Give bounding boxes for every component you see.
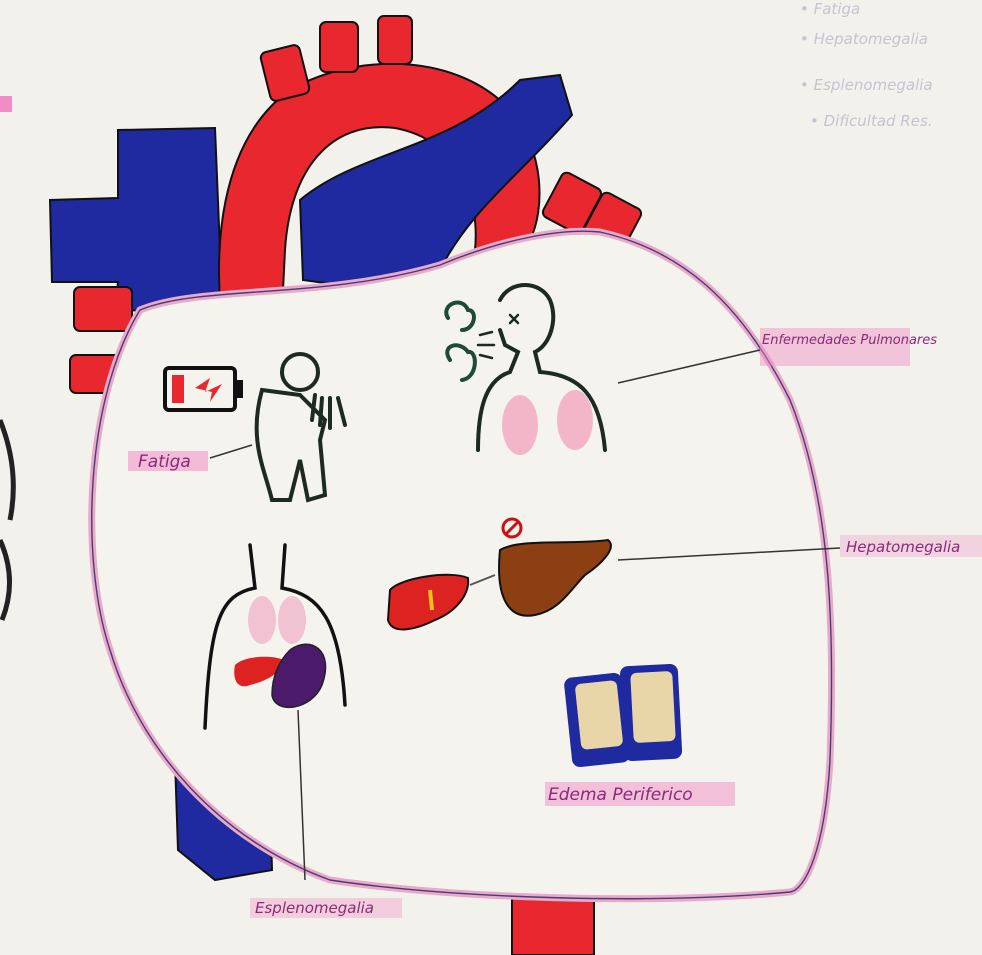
left-lung-pink (502, 395, 538, 455)
corner-note-1: • Fatiga (800, 0, 860, 18)
liver-gallbladder (430, 590, 432, 610)
vessel-stub-left-1 (74, 287, 132, 331)
corner-note-2: • Hepatomegalia (800, 30, 928, 48)
right-lung-pink (557, 390, 593, 450)
hepatomegaly-label: Hepatomegalia (846, 538, 960, 556)
splenomegaly-label: Esplenomegalia (255, 899, 374, 917)
corner-note-4: • Dificultad Res. (810, 112, 933, 130)
torso-right-lung (278, 596, 306, 644)
edema-label: Edema Periferico (548, 785, 693, 805)
pulmonary-label: Enfermedades Pulmonares (762, 333, 937, 348)
torso-left-lung (248, 596, 276, 644)
left-edge-pink-mark (0, 96, 12, 112)
corner-note-3: • Esplenomegalia (800, 76, 933, 94)
swollen-feet-icon (563, 664, 682, 768)
fatigue-label: Fatiga (138, 452, 191, 472)
